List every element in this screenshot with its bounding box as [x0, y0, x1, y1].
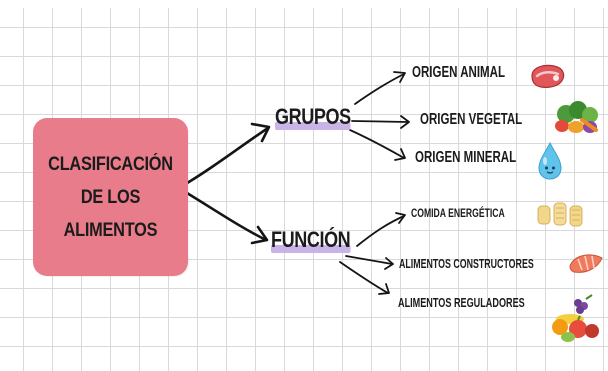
leaf-origen-animal: ORIGEN ANIMAL	[412, 64, 506, 81]
arrow-origen-vegetal	[351, 120, 409, 123]
leaf-alimentos-reguladores: ALIMENTOS REGULADORES	[398, 295, 525, 310]
fruits-icon	[552, 294, 599, 342]
category-funcion: FUNCIÓN	[271, 227, 351, 253]
arrow-alimentos-reguladores	[339, 261, 389, 294]
arrow-origen-animal	[354, 73, 405, 105]
arrow-main-to-funcion	[180, 188, 268, 242]
category-grupos: GRUPOS	[275, 104, 351, 130]
arrowhead-origen-mineral	[394, 148, 406, 161]
arrowhead-comida-energetica	[395, 212, 406, 224]
arrow-origen-mineral	[349, 129, 405, 159]
water-drop-icon	[538, 141, 562, 180]
arrowhead-alimentos-constructores	[384, 257, 394, 270]
salmon-fillet-icon	[569, 254, 603, 273]
meat-steak-icon	[531, 64, 565, 88]
arrowhead-grupos	[250, 122, 271, 143]
vegetables-icon	[555, 101, 598, 133]
arrow-alimentos-constructores	[345, 255, 393, 265]
main-topic-line-1: CLASIFICACIÓN	[48, 153, 173, 175]
main-topic-box: CLASIFICACIÓN DE LOS ALIMENTOS	[33, 118, 188, 276]
leaf-origen-vegetal: ORIGEN VEGETAL	[420, 111, 523, 128]
arrow-comida-energetica	[356, 215, 405, 247]
arrowhead-origen-vegetal	[400, 115, 410, 129]
arrowhead-alimentos-reguladores	[378, 283, 390, 295]
leaf-alimentos-constructores: ALIMENTOS CONSTRUCTORES	[399, 256, 534, 271]
pasta-icon	[537, 202, 583, 227]
top-frame-strip	[0, 0, 608, 8]
main-topic-line-2: DE LOS	[80, 186, 141, 208]
arrowhead-funcion	[250, 225, 269, 245]
arrowhead-origen-animal	[393, 71, 406, 83]
main-topic-line-3: ALIMENTOS	[63, 219, 158, 241]
grupos-label: GRUPOS	[275, 104, 351, 129]
funcion-label: FUNCIÓN	[271, 227, 351, 252]
arrow-main-to-grupos	[180, 126, 270, 188]
leaf-comida-energetica: COMIDA ENERGÉTICA	[411, 206, 505, 220]
leaf-origen-mineral: ORIGEN MINERAL	[415, 149, 517, 166]
